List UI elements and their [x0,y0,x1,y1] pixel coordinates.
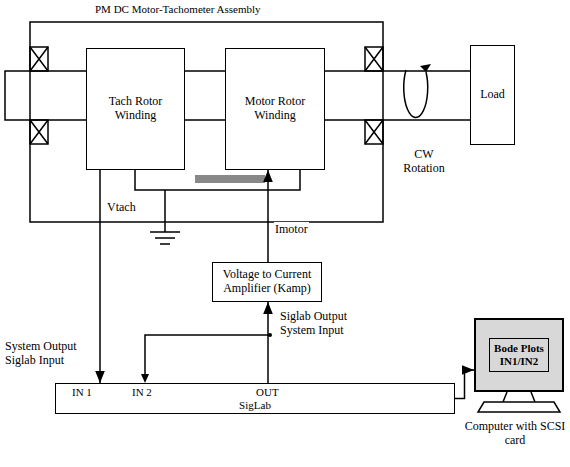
node-text: Load [480,88,505,102]
ground-symbol [150,232,180,244]
node-text: Motor Rotor Winding [229,95,321,123]
arrowhead [420,64,431,72]
amplifier-box: Voltage to Current Amplifier (Kamp) [212,262,322,302]
signal-name: Imotor [274,222,309,237]
signal-label: System Output Siglab Input [5,340,93,368]
brush-bar [195,175,265,183]
winding-box: Tach Rotor Winding [86,48,185,170]
rotation-label: CW Rotation [398,148,450,176]
port-label: OUT [256,386,279,399]
signal-arrow [99,170,101,383]
siglab-box: IN 1 IN 2 OUTSigLab [55,383,455,414]
computer-stand [478,392,560,412]
signal-arrow [267,170,269,262]
winding-box: Motor Rotor Winding [225,48,325,170]
signal-arrow [455,370,474,399]
signal-label: Siglab Output System Input [280,310,380,338]
rotation-arrow [404,70,428,118]
arrowhead [141,374,149,383]
port-label: IN 2 [132,386,152,399]
load-box: Load [470,45,515,145]
signal-arrow [267,302,269,383]
computer-label: Computer with SCSI card [462,420,568,448]
node-text: Voltage to Current Amplifier (Kamp) [216,268,318,296]
port-label: IN 1 [72,386,92,399]
node-text: Bode Plots IN1/IN2 [489,338,549,371]
signal-name: Vtach [106,200,137,215]
node-text: Tach Rotor Winding [90,95,181,123]
siglab-loop-wire [145,335,270,380]
computer-monitor: Bode Plots IN1/IN2 [474,318,564,392]
port-label: SigLab [56,399,454,412]
motor-housing [30,22,383,222]
bearing [30,47,383,144]
diagram-title: PM DC Motor-Tachometer Assembly [95,3,261,16]
